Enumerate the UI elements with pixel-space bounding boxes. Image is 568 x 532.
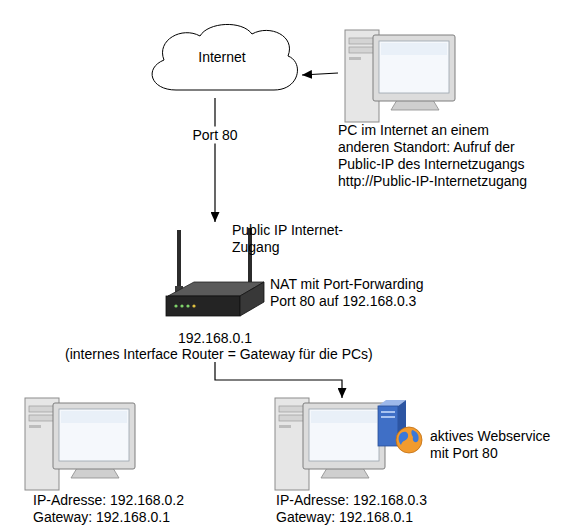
node-text: PC im Internet an einem anderen Standort… [338, 122, 533, 190]
node-text: 192.168.0.1 [160, 330, 270, 347]
connector-arrow [214, 98, 215, 222]
node-text: (internes Interface Router = Gateway für… [65, 346, 365, 363]
cloud-node: Internet [142, 20, 302, 98]
node-text: Public IP Internet-Zugang [232, 222, 357, 256]
connector-arrow [302, 73, 338, 75]
node-text: Gateway: 192.168.0.1 [276, 509, 413, 526]
edge-label: Port 80 [190, 127, 239, 144]
router-node: Public IP Internet-ZugangNAT mit Port-Fo… [160, 222, 270, 362]
pc-node: PC im Internet an einem anderen Standort… [338, 28, 538, 198]
node-text: IP-Adresse: 192.168.0.3 [276, 492, 427, 509]
server-icon [378, 400, 422, 453]
pc-icon [25, 398, 135, 490]
pc-node: aktives Webservice mit Port 80IP-Adresse… [275, 398, 385, 493]
node-text: Internet [142, 49, 302, 66]
pc-icon [345, 30, 455, 122]
node-text: aktives Webservice mit Port 80 [430, 428, 565, 462]
node-text: IP-Adresse: 192.168.0.2 [33, 492, 184, 509]
node-text: NAT mit Port-Forwarding Port 80 auf 192.… [270, 276, 445, 310]
pc-node: IP-Adresse: 192.168.0.2Gateway: 192.168.… [25, 398, 135, 493]
connector-arrow [215, 362, 342, 398]
pc-icon [275, 398, 385, 490]
node-text: Gateway: 192.168.0.1 [33, 509, 170, 526]
